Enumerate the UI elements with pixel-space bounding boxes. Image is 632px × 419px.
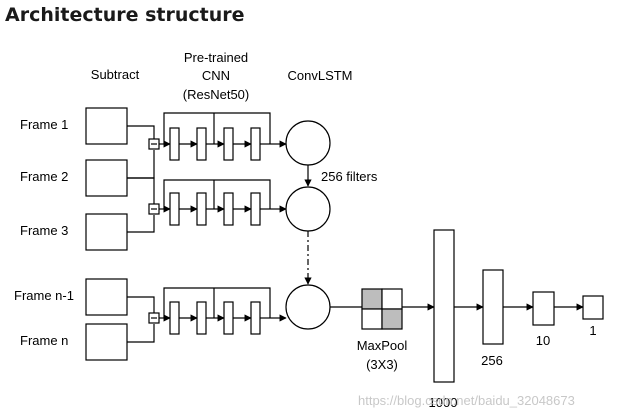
frame-box-2: [85, 159, 128, 197]
maxpool-grid: [361, 288, 403, 330]
frame-label-n-1: Frame n-1: [14, 288, 74, 303]
dense-layer-10: [532, 291, 555, 326]
dense-layer-256: [482, 269, 504, 345]
frame-label-n: Frame n: [20, 333, 68, 348]
convlstm-cell-1: [285, 120, 331, 166]
cnn-header-line1: Pre-trained: [184, 50, 248, 65]
frame-label-2: Frame 2: [20, 169, 68, 184]
convlstm-cell-2: [285, 186, 331, 232]
frame-label-3: Frame 3: [20, 223, 68, 238]
watermark-text: https://blog.csdn.net/baidu_32048673: [358, 393, 575, 408]
convlstm-header: ConvLSTM: [287, 68, 352, 83]
cnn-blocks-row-1: [159, 112, 287, 161]
diagram-title: Architecture structure: [5, 4, 245, 26]
frame-box-n-1: [85, 278, 128, 316]
cnn-blocks-row-3: [159, 287, 287, 335]
filters-label: 256 filters: [321, 169, 378, 184]
dense-label-256: 256: [481, 353, 503, 368]
frame-box-n: [85, 323, 128, 361]
dense-label-1: 1: [589, 323, 596, 338]
dense-layer-1000: [433, 229, 455, 383]
cnn-blocks-row-2: [159, 179, 287, 226]
maxpool-size-label: (3X3): [366, 357, 398, 372]
dense-layer-1: [582, 295, 604, 320]
maxpool-label: MaxPool: [357, 338, 408, 353]
subtract-connector-3: [127, 296, 160, 343]
frame-box-1: [85, 107, 128, 145]
dense-label-10: 10: [536, 333, 550, 348]
frame-box-3: [85, 213, 128, 251]
subtract-connector-1: [127, 125, 160, 179]
convlstm-cell-n: [285, 284, 331, 330]
subtract-header: Subtract: [91, 67, 140, 82]
cnn-header-line3: (ResNet50): [183, 87, 249, 102]
cnn-header-line2: CNN: [202, 68, 230, 83]
dense-label-1000: 1000: [429, 395, 458, 410]
subtract-connector-2: [127, 177, 160, 233]
frame-label-1: Frame 1: [20, 117, 68, 132]
